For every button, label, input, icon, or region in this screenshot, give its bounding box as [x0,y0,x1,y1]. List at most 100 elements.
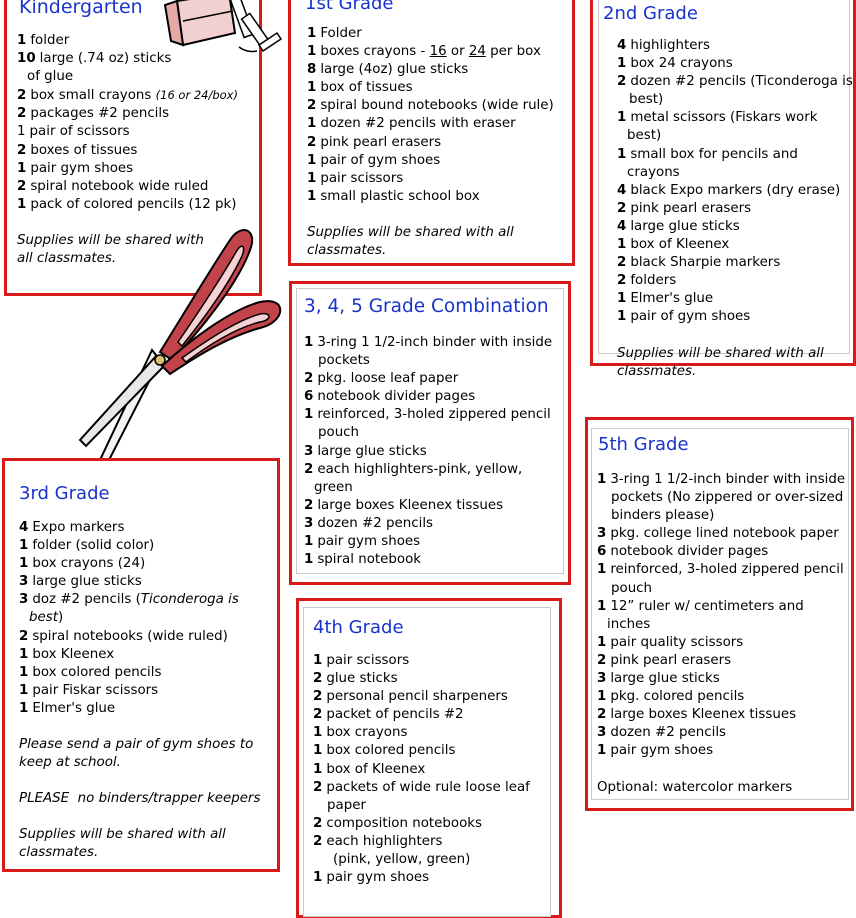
third-grade-note-binders: PLEASE no binders/trapper keepers [19,791,261,807]
fifth-grade-inner [591,428,849,800]
first-grade-footer: Supplies will be shared with all classma… [307,224,514,259]
third-grade-title: 3rd Grade [19,483,110,504]
kindergarten-title: Kindergarten [19,0,143,18]
scissors-clipart-icon [78,229,282,464]
first-grade-title: 1st Grade [305,0,394,14]
fourth-grade-inner [303,607,551,917]
fifth-grade-optional: Optional: watercolor markers [597,779,793,795]
combo-inner [296,288,564,574]
fourth-grade-title: 4th Grade [313,617,404,638]
kindergarten-footer: Supplies will be shared with all classma… [17,232,204,267]
crayon-box-clipart-icon [163,0,283,53]
second-grade-inner [598,0,850,354]
third-grade-note-gym: Please send a pair of gym shoes to keep … [19,737,254,771]
third-grade-footer: Supplies will be shared with all classma… [19,827,226,861]
second-grade-title: 2nd Grade [603,3,698,24]
